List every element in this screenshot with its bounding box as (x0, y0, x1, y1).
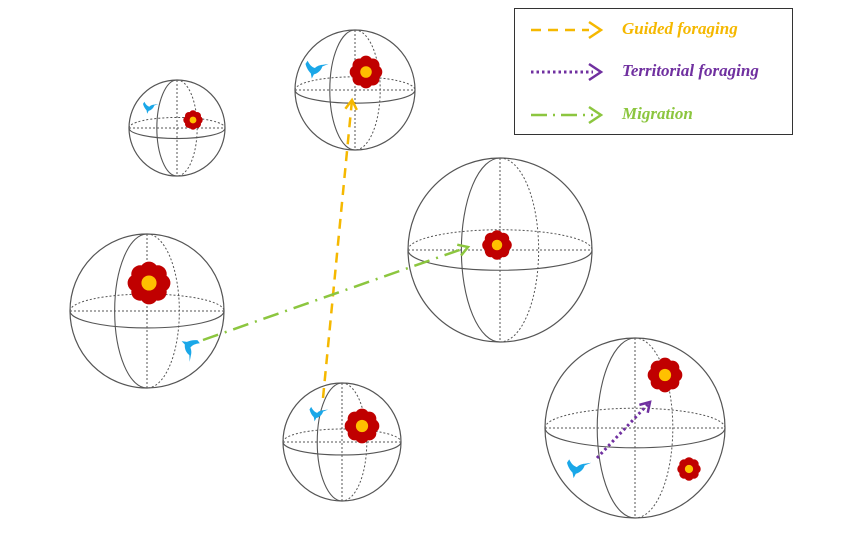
legend-label: Guided foraging (622, 19, 738, 38)
sphere-left (69, 233, 225, 389)
meridian-back (499, 157, 540, 343)
territorial-foraging-arrow (595, 400, 652, 460)
meridian-back (354, 29, 381, 151)
legend: Guided foraging Territorial foraging Mig… (514, 8, 793, 135)
sphere-top-center (294, 29, 416, 151)
hummingbird-icon (143, 101, 159, 114)
legend-item-migration: Migration (515, 100, 792, 130)
legend-label: Migration (622, 104, 693, 123)
arrows-layer (202, 97, 652, 460)
meridian-front (114, 233, 148, 389)
equator-back (128, 116, 226, 129)
legend-item-territorial-foraging: Territorial foraging (515, 57, 792, 87)
guided-foraging-arrow (321, 97, 358, 399)
dashed-arrow-icon (531, 20, 604, 40)
flower-icon (677, 457, 701, 481)
equator-back (282, 428, 402, 443)
sphere-bottom-center (282, 382, 402, 502)
legend-label: Territorial foraging (622, 61, 759, 80)
equator-front (128, 127, 226, 140)
meridian-front (596, 337, 636, 519)
meridian-back (176, 79, 198, 177)
sphere-bottom-right (544, 337, 726, 519)
equator-back (544, 407, 726, 429)
flower-icon (647, 357, 683, 393)
hummingbird-icon (175, 335, 201, 363)
flower-icon (183, 110, 203, 130)
sphere-small-top-left (128, 79, 226, 177)
meridian-front (316, 382, 343, 502)
meridian-front (460, 157, 501, 343)
dotted-arrow-icon (531, 62, 604, 82)
arrow-line (202, 245, 469, 342)
arrow-head (456, 243, 471, 257)
arrow-head (344, 97, 358, 111)
equator-back (407, 229, 593, 251)
meridian-front (329, 29, 356, 151)
hummingbird-icon (567, 459, 592, 479)
equator-back (294, 76, 416, 91)
meridian-front (156, 79, 178, 177)
legend-item-guided-foraging: Guided foraging (515, 15, 792, 45)
arrow-line (321, 99, 354, 399)
spheres-layer (69, 29, 726, 519)
equator-front (282, 441, 402, 456)
meridian-back (341, 382, 368, 502)
flower-icon (349, 55, 383, 89)
migration-arrow (202, 243, 471, 342)
sphere-center-right (407, 157, 593, 343)
flower-icon (127, 261, 171, 305)
arrow-head (639, 400, 652, 414)
flower-icon (344, 408, 380, 444)
flower-icon (482, 230, 512, 260)
hummingbird-icon (305, 60, 329, 79)
arrow-line (595, 400, 652, 460)
meridian-back (146, 233, 180, 389)
dash-dot-arrow-icon (531, 105, 604, 125)
meridian-back (634, 337, 674, 519)
